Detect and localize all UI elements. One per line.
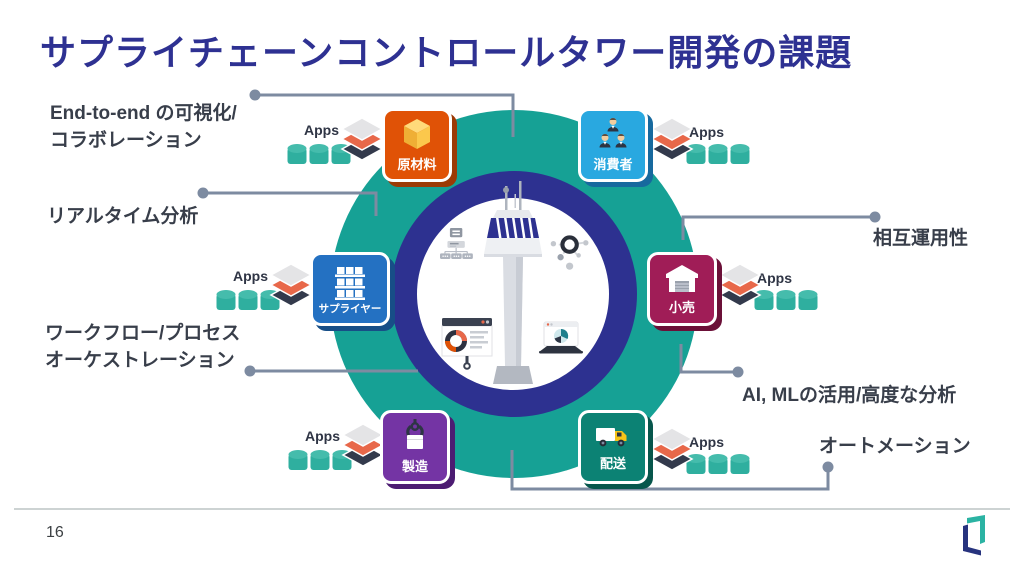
layered-apps-icon [341,423,385,467]
apps-cluster-raw-materials: Apps [287,116,397,170]
slide-title: サプライチェーンコントロールタワー開発の課題 [40,32,853,73]
org-chart-icon [440,228,473,259]
node-label: 消費者 [593,157,633,172]
apps-label: Apps [689,124,724,140]
node-supplier: サプライヤー [310,252,390,326]
people-icon [599,118,627,148]
node-label: 配送 [599,456,626,471]
node-label: 製造 [401,459,428,474]
apps-cluster-consumers: Apps [650,114,760,168]
shelf-rack-icon [335,266,365,300]
truck-icon [596,428,627,447]
layered-apps-icon [650,427,694,471]
apps-label: Apps [757,270,792,286]
warehouse-icon [666,265,698,292]
apps-cluster-retail: Apps [718,260,828,314]
node-label: サプライヤー [318,302,382,315]
layered-apps-icon [718,263,762,307]
control-tower-illustration [440,181,589,384]
apps-cluster-manufacturing: Apps [288,422,398,476]
footer-divider [14,508,1010,510]
node-label: 小売 [668,300,695,315]
layered-apps-icon [340,117,384,161]
robot-claw-icon [406,419,424,449]
presentation-chart-icon [441,318,493,370]
cube-icon [404,119,430,149]
page-number: 16 [46,524,64,541]
database-cylinders-icon [686,454,750,474]
node-raw-materials: 原材料 [382,108,452,182]
layered-apps-icon [650,117,694,161]
database-cylinders-icon [686,144,750,164]
apps-label: Apps [305,428,340,444]
label-automation: オートメーション [819,436,971,457]
node-delivery: 配送 [578,410,648,484]
layered-apps-icon [269,263,313,307]
apps-label: Apps [689,434,724,450]
apps-label: Apps [233,268,268,284]
apps-cluster-delivery: Apps [650,424,760,478]
label-workflow-orchestration: ワークフロー/プロセス オーケストレーション [45,323,241,371]
label-interoperability: 相互運用性 [873,228,969,249]
node-manufacturing: 製造 [380,410,450,484]
label-end-to-end-visibility: End-to-end の可視化/ コラボレーション [50,103,237,151]
center-circle [417,181,609,390]
network-icon [550,235,589,270]
database-cylinders-icon [754,290,818,310]
label-ai-ml-analytics: AI, MLの活用/高度な分析 [742,385,957,406]
label-realtime-analytics: リアルタイム分析 [47,206,199,227]
node-consumers: 消費者 [578,108,648,182]
laptop-pie-chart-icon [539,321,583,354]
apps-cluster-supplier: Apps [216,262,326,316]
company-logo [963,515,985,556]
node-retail: 小売 [647,252,717,326]
apps-label: Apps [304,122,339,138]
node-label: 原材料 [397,157,437,172]
database-cylinders-icon [288,450,352,470]
